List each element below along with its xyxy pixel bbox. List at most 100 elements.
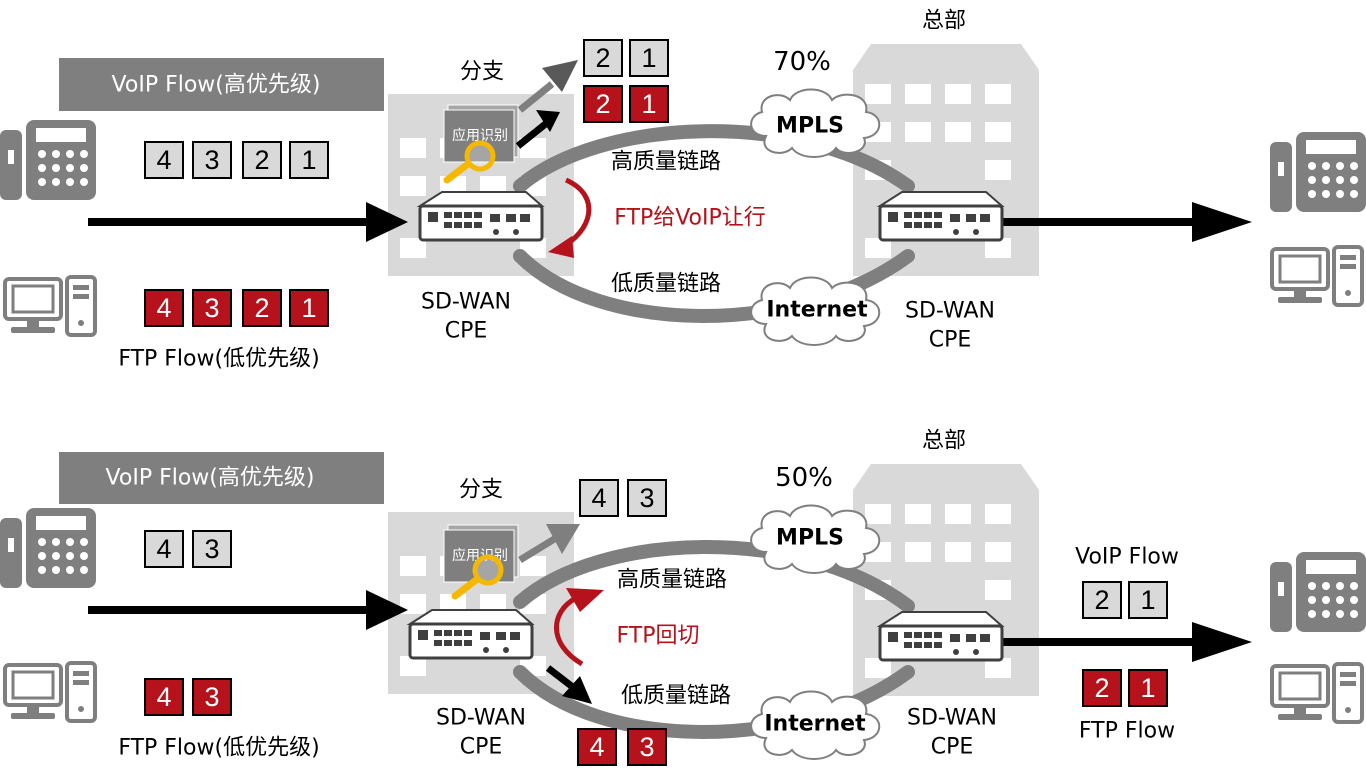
svg-text:4: 4 <box>156 682 171 712</box>
internet-label: Internet <box>764 712 866 737</box>
ftp-packets: 4 3 2 1 <box>144 289 329 327</box>
hq-cpe-label-1: SD-WAN <box>907 706 997 731</box>
low-link-label: 低质量链路 <box>611 272 721 297</box>
svg-text:4: 4 <box>156 293 171 323</box>
packet: 2 <box>242 289 282 327</box>
out-voip-packets: 2 1 <box>1082 581 1168 619</box>
branch-label: 分支 <box>460 60 504 85</box>
branch-cpe-label-2: CPE <box>460 735 503 760</box>
action-label: FTP给VoIP让行 <box>614 206 766 231</box>
voip-banner-text: VoIP Flow(高优先级) <box>112 73 321 98</box>
packet: 1 <box>289 289 329 327</box>
svg-text:2: 2 <box>595 43 610 73</box>
packet: 3 <box>192 289 232 327</box>
packet: 4 <box>144 530 184 568</box>
voip-packets: 4 3 2 1 <box>144 141 329 179</box>
svg-text:2: 2 <box>254 145 269 175</box>
svg-text:1: 1 <box>1140 673 1155 703</box>
svg-text:3: 3 <box>204 293 219 323</box>
ingress-arrowhead <box>366 202 408 242</box>
svg-text:1: 1 <box>301 145 316 175</box>
internet-label: Internet <box>766 298 868 323</box>
egress-arrowhead <box>1192 202 1252 242</box>
packet: 2 <box>1082 581 1122 619</box>
low-link-label: 低质量链路 <box>621 684 731 709</box>
egress-arrowhead <box>1192 622 1252 662</box>
branch-cpe-label-1: SD-WAN <box>421 290 511 315</box>
high-link-label: 高质量链路 <box>611 150 721 175</box>
top-red-packets: 2 1 <box>583 85 669 123</box>
top-gray-packets: 2 1 <box>583 39 669 77</box>
magnifier-icon <box>451 554 504 600</box>
packet: 2 <box>583 39 623 77</box>
ftp-packets: 4 3 <box>144 678 232 716</box>
packet: 3 <box>192 530 232 568</box>
branch-phone-icon <box>0 120 96 200</box>
svg-text:4: 4 <box>156 145 171 175</box>
branch-phone-icon <box>0 508 96 588</box>
packet: 1 <box>1128 669 1168 707</box>
low-quality-link <box>513 249 915 323</box>
svg-text:2: 2 <box>1094 673 1109 703</box>
voip-diag-arrow <box>518 535 558 563</box>
svg-text:3: 3 <box>639 483 654 513</box>
svg-text:3: 3 <box>204 534 219 564</box>
branch-pc-icon <box>3 661 97 723</box>
branch-cpe-label-2: CPE <box>445 319 488 344</box>
high-quality-link <box>513 540 915 613</box>
hq-phone-icon <box>1270 132 1366 212</box>
voip-diag-arrow <box>515 119 551 149</box>
svg-text:2: 2 <box>254 293 269 323</box>
panel-1: 应用识别 VoIP Flow(高优先级) FTP Flow(低优先级) 分支 总… <box>0 9 1366 372</box>
hq-pc-icon <box>1270 662 1364 724</box>
hq-cpe-label-2: CPE <box>931 735 974 760</box>
svg-text:3: 3 <box>639 732 654 762</box>
magnifier-icon <box>443 140 496 184</box>
ftp-flow-label: FTP Flow(低优先级) <box>118 736 319 761</box>
packet: 3 <box>627 728 667 766</box>
action-label: FTP回切 <box>617 624 700 649</box>
packet: 2 <box>1082 669 1122 707</box>
hq-cpe-label-2: CPE <box>929 328 972 353</box>
svg-text:1: 1 <box>641 89 656 119</box>
hq-cpe-router-icon <box>878 190 1004 242</box>
voip-banner <box>59 452 384 504</box>
bottom-red-packets: 4 3 <box>577 728 667 766</box>
utilization-label: 70% <box>773 47 831 77</box>
switchback-arrow <box>554 595 584 667</box>
voip-packets: 4 3 <box>144 530 232 568</box>
hq-phone-icon <box>1270 552 1366 632</box>
hq-cpe-router-icon <box>878 610 1004 662</box>
hq-cpe-label-1: SD-WAN <box>905 299 995 324</box>
hq-label: 总部 <box>922 429 966 454</box>
hq-pc-icon <box>1270 245 1364 307</box>
voip-banner-text: VoIP Flow(高优先级) <box>106 466 315 491</box>
out-voip-label: VoIP Flow <box>1075 545 1179 570</box>
svg-text:2: 2 <box>1094 585 1109 615</box>
packet: 3 <box>627 479 667 517</box>
packet: 1 <box>289 141 329 179</box>
hq-label: 总部 <box>922 9 966 34</box>
packet: 2 <box>242 141 282 179</box>
mpls-label: MPLS <box>776 114 844 139</box>
app-id-box <box>443 109 515 163</box>
packet: 1 <box>1128 581 1168 619</box>
svg-text:1: 1 <box>1140 585 1155 615</box>
packet: 4 <box>144 141 184 179</box>
svg-text:4: 4 <box>156 534 171 564</box>
packet: 2 <box>583 85 623 123</box>
ftp-diag-arrow <box>545 665 577 691</box>
svg-text:2: 2 <box>595 89 610 119</box>
svg-text:3: 3 <box>204 682 219 712</box>
voip-banner <box>59 58 384 111</box>
high-link-label: 高质量链路 <box>617 568 727 593</box>
packet: 1 <box>629 85 669 123</box>
high-quality-link <box>513 124 915 193</box>
svg-text:3: 3 <box>204 145 219 175</box>
svg-text:4: 4 <box>589 732 604 762</box>
branch-label: 分支 <box>459 478 503 503</box>
out-ftp-packets: 2 1 <box>1082 669 1168 707</box>
packet: 4 <box>579 479 619 517</box>
utilization-label: 50% <box>775 463 833 493</box>
